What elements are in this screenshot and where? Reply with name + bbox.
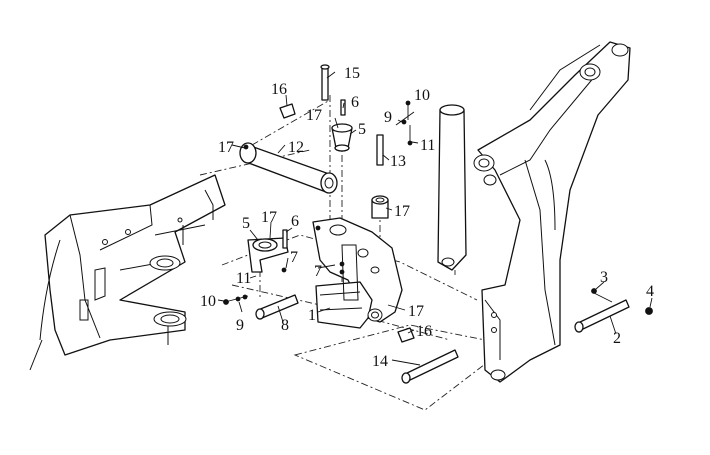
callout-2: 2 [613, 330, 621, 347]
callout-17: 17 [261, 209, 277, 226]
callout-8: 8 [281, 317, 289, 334]
pin-13-hardware [376, 100, 415, 166]
callout-17: 17 [408, 303, 424, 320]
pin-14 [401, 349, 459, 384]
callout-6: 6 [291, 213, 299, 230]
callout-leaders [217, 71, 653, 366]
pin-8-hardware [223, 294, 299, 320]
callout-4: 4 [646, 283, 654, 300]
callout-9: 9 [384, 109, 392, 126]
backhoe-boom-arm [473, 41, 631, 383]
swing-bushing-top [320, 64, 353, 152]
cross-tube-12 [239, 142, 338, 194]
boom-pin-2 [574, 288, 653, 333]
swing-bushing-lower [247, 229, 289, 273]
callout-9: 9 [236, 317, 244, 334]
callout-labels: 15 16 6 17 5 9 10 11 13 17 12 17 17 5 6 … [200, 65, 654, 370]
callout-7: 7 [314, 263, 322, 280]
callout-5: 5 [358, 121, 366, 138]
callout-10: 10 [200, 293, 216, 310]
tractor-main-frame [29, 174, 226, 371]
callout-16: 16 [416, 323, 432, 340]
callout-15: 15 [344, 65, 360, 82]
callout-17: 17 [394, 203, 410, 220]
callout-10: 10 [414, 87, 430, 104]
callout-12: 12 [288, 139, 304, 156]
callout-7: 7 [290, 249, 298, 266]
bushing-17 [371, 195, 389, 219]
grease-fitting [279, 103, 415, 343]
callout-5: 5 [242, 215, 250, 232]
callout-11: 11 [236, 270, 251, 287]
callout-1: 1 [308, 307, 316, 324]
callout-17: 17 [218, 139, 234, 156]
callout-14: 14 [372, 353, 388, 370]
swing-casting [312, 217, 403, 329]
callout-3: 3 [600, 269, 608, 286]
callout-16: 16 [271, 81, 287, 98]
callout-13: 13 [390, 153, 406, 170]
vertical-tube [437, 104, 467, 271]
callout-6: 6 [351, 94, 359, 111]
callout-11: 11 [420, 137, 435, 154]
callout-17: 17 [306, 107, 322, 124]
